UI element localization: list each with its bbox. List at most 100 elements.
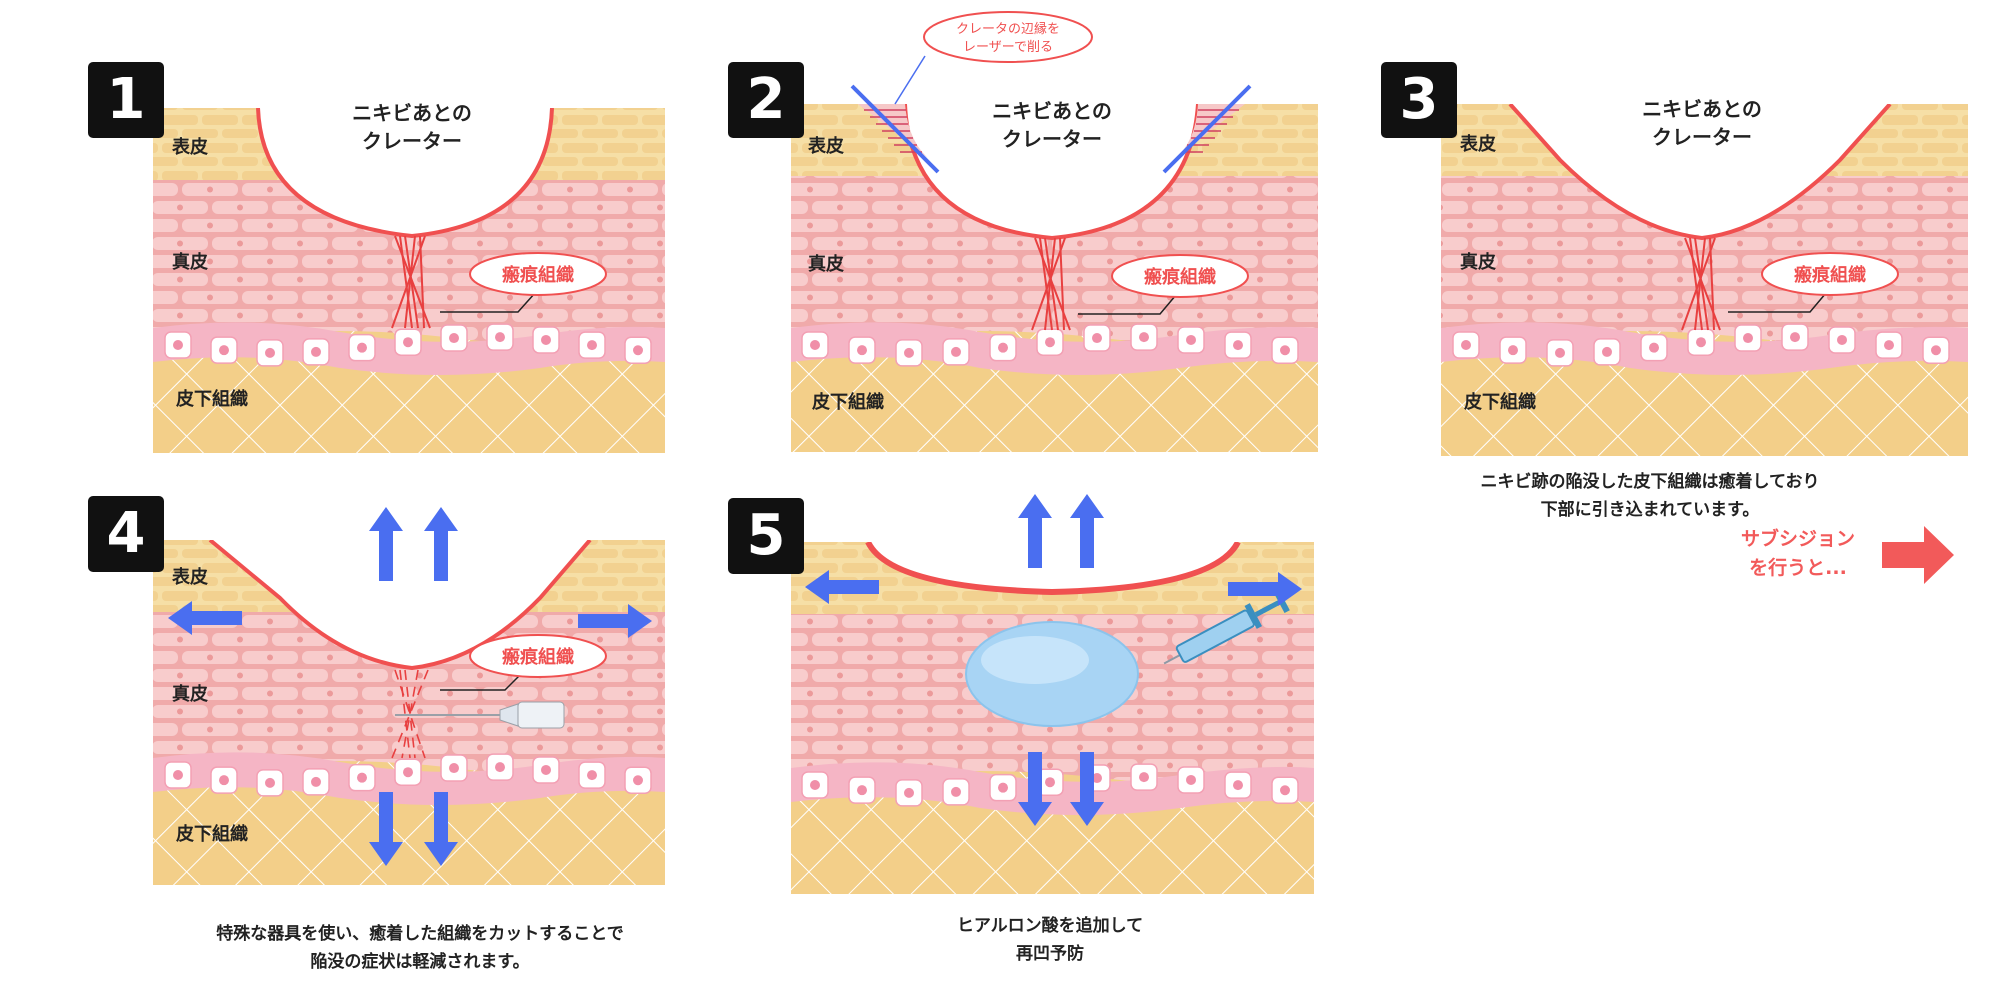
cell-nucleus [1696, 337, 1706, 348]
cell-nucleus [951, 786, 961, 797]
cell-nucleus [357, 342, 367, 353]
cell-nucleus [357, 772, 367, 783]
crater-label-line2: クレーター [362, 129, 462, 153]
step4-caption: 特殊な器具を使い、癒着した組織をカットすることで 陥没の症状は軽減されます。 [150, 920, 690, 976]
crater-label-line1: ニキビあとの [352, 101, 472, 125]
cell-nucleus [265, 347, 275, 358]
cell-nucleus [265, 777, 275, 788]
cell-nucleus [1790, 332, 1800, 343]
next-step-prompt: サブシジョン を行うと... [1741, 526, 1954, 584]
subcutis-label: 皮下組織 [176, 388, 248, 410]
cell-nucleus [1139, 772, 1149, 783]
scar-leader-line [1078, 294, 1177, 315]
panel-5: 5 [728, 494, 1314, 894]
scar-leader-line [1728, 292, 1827, 313]
syringe-icon [1163, 589, 1290, 665]
step-badge [728, 62, 804, 138]
epidermis-label: 表皮 [808, 135, 844, 157]
cell-nucleus [810, 340, 820, 350]
filler-highlight [981, 636, 1089, 684]
cell-nucleus [1649, 342, 1659, 353]
cell-nucleus [904, 787, 914, 798]
panel-2: クレータの辺縁を レーザーで削る 2 ニキビあとの クレーター 表皮 真皮 皮下… [728, 11, 1318, 452]
cell-nucleus [1139, 332, 1149, 343]
scar-label: 瘢痕組織 [1794, 264, 1866, 286]
cell-nucleus [951, 346, 961, 357]
cell-nucleus [219, 775, 229, 786]
laser-callout-line1: クレータの辺縁を [956, 21, 1060, 37]
cutting-needle [395, 701, 565, 729]
cell-nucleus [495, 762, 505, 773]
caption-line: 陥没の症状は軽減されます。 [310, 952, 530, 972]
cell-nucleus [1837, 334, 1847, 345]
step-number: 5 [747, 503, 786, 568]
laser-callout [923, 11, 1093, 63]
epidermis-label: 表皮 [1460, 133, 1496, 155]
cell-nucleus [219, 345, 229, 356]
caption-line: 特殊な器具を使い、癒着した組織をカットすることで [216, 924, 624, 944]
cell-nucleus [810, 780, 820, 790]
laser-beam-left [850, 84, 940, 174]
subcutis-label: 皮下組織 [812, 391, 884, 413]
cut-scar-fibers [391, 669, 429, 759]
crater-outline [208, 540, 592, 671]
next-prompt-line1: サブシジョン [1741, 527, 1855, 550]
cell-nucleus [1884, 340, 1894, 351]
cell-nucleus [541, 334, 551, 345]
step-badge [88, 62, 164, 138]
crater-cavity [258, 108, 552, 236]
caption-line: ヒアルロン酸を追加して [956, 916, 1144, 936]
crater-cavity [868, 542, 1238, 592]
adhesion-cells [801, 763, 1299, 807]
subcutis-label: 皮下組織 [176, 823, 248, 845]
dermis-layer [153, 168, 665, 344]
laser-hatch-right [1162, 84, 1252, 174]
laser-callout-line2: レーザーで削る [963, 40, 1053, 55]
cell-nucleus [587, 340, 597, 351]
dermis-layer [791, 168, 1318, 344]
step5-caption: ヒアルロン酸を追加して 再凹予防 [830, 912, 1270, 968]
step-number: 1 [107, 67, 146, 132]
cell-nucleus [998, 782, 1008, 793]
cell-nucleus [449, 333, 459, 344]
scar-bubble [1111, 254, 1249, 298]
dermis-label: 真皮 [172, 251, 208, 273]
cell-nucleus [1602, 346, 1612, 357]
cell-nucleus [1461, 340, 1471, 350]
cell-nucleus [403, 767, 413, 778]
adhesion-cells [1452, 323, 1950, 367]
crater-label-line2: クレーター [1002, 127, 1102, 151]
panel-1: 1 ニキビあとの クレーター 表皮 真皮 皮下組織 瘢痕組織 [88, 62, 665, 453]
cell-nucleus [857, 785, 867, 796]
crater-label-line1: ニキビあとの [992, 99, 1112, 123]
cell-nucleus [1092, 773, 1102, 784]
cell-nucleus [1931, 345, 1941, 356]
step-badge [1381, 62, 1457, 138]
cell-nucleus [311, 776, 321, 787]
cell-nucleus [904, 347, 914, 358]
cell-nucleus [1186, 334, 1196, 345]
crater-label-line1: ニキビあとの [1642, 97, 1762, 121]
cell-nucleus [541, 764, 551, 775]
scar-label: 瘢痕組織 [502, 646, 574, 668]
scar-fibers [1681, 237, 1721, 331]
step-number: 4 [107, 501, 146, 566]
scar-leader-line [440, 674, 521, 691]
cell-nucleus [998, 342, 1008, 353]
crater-outline [903, 104, 1200, 241]
caption-line: 下部に引き込まれています。 [1540, 500, 1760, 520]
cell-nucleus [1743, 333, 1753, 344]
crater-outline [1508, 104, 1892, 241]
epidermis-label: 表皮 [172, 136, 208, 158]
cell-nucleus [857, 345, 867, 356]
caption-line: ニキビ跡の陥没した皮下組織は癒着しており [1480, 472, 1820, 492]
scar-label: 瘢痕組織 [1144, 266, 1216, 288]
adhesion-cells [164, 323, 652, 367]
scar-fibers [391, 235, 431, 329]
cell-nucleus [1508, 345, 1518, 356]
crater-cavity [1510, 104, 1890, 238]
epidermis-label: 表皮 [172, 566, 208, 588]
crater-outline [256, 108, 554, 239]
adhesion-cells [801, 323, 1299, 367]
